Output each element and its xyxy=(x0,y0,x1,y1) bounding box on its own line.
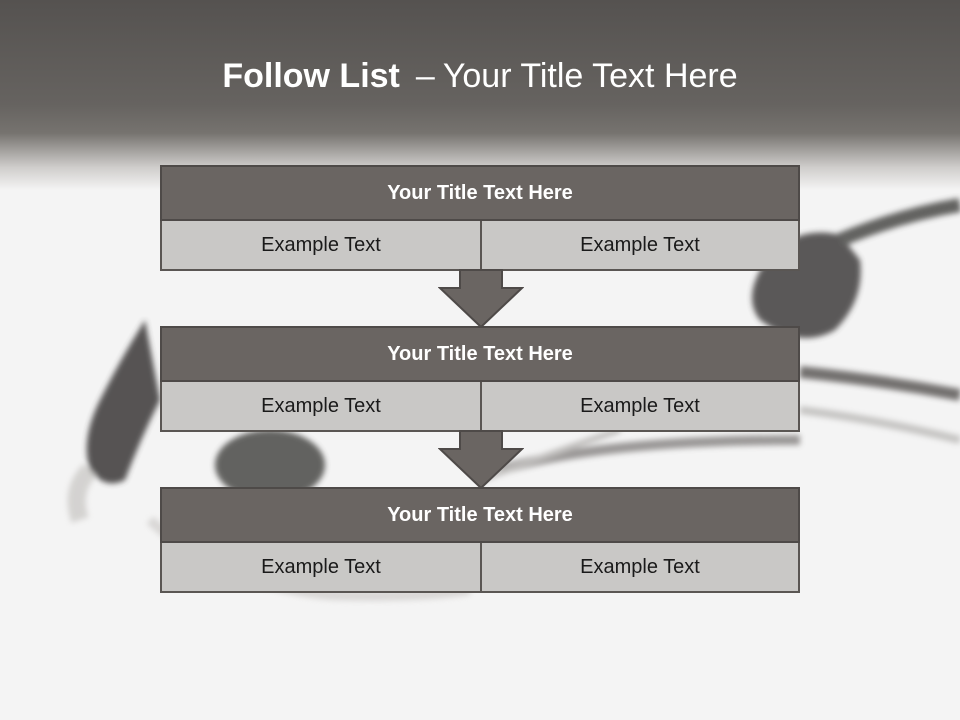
slide-title-bold: Follow List xyxy=(222,57,400,95)
slide-title: Follow List–Your Title Text Here xyxy=(0,54,960,98)
step-title: Your Title Text Here xyxy=(160,487,800,543)
step-title: Your Title Text Here xyxy=(160,326,800,382)
down-arrow-icon xyxy=(438,430,524,490)
step-cell-left: Example Text xyxy=(160,543,480,593)
slide-title-rest: Your Title Text Here xyxy=(442,57,738,95)
step-title: Your Title Text Here xyxy=(160,165,800,221)
step-cell-right: Example Text xyxy=(480,543,800,593)
down-arrow-icon xyxy=(438,269,524,329)
step-cell-right: Example Text xyxy=(480,382,800,432)
slide-title-separator: – xyxy=(415,57,435,95)
step-cell-left: Example Text xyxy=(160,221,480,271)
step-cell-right: Example Text xyxy=(480,221,800,271)
title-band xyxy=(0,0,960,190)
step-cell-left: Example Text xyxy=(160,382,480,432)
